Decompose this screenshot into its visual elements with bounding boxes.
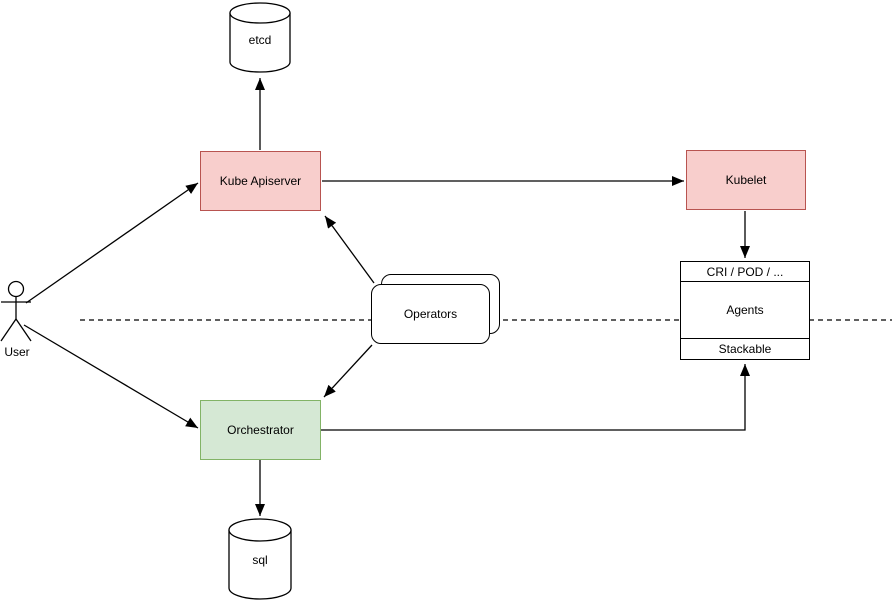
node-kube-apiserver: Kube Apiserver xyxy=(200,151,321,211)
node-orchestrator-label: Orchestrator xyxy=(227,422,294,437)
node-kube-apiserver-label: Kube Apiserver xyxy=(219,173,302,188)
edge-user-to-kube-apiserver xyxy=(25,182,199,304)
node-orchestrator: Orchestrator xyxy=(200,400,321,460)
etcd-database-shape xyxy=(229,2,291,73)
node-operators-label: Operators xyxy=(403,306,458,321)
edge-operators-to-orchestrator xyxy=(323,344,373,398)
node-agents-footer: Stackable xyxy=(681,338,809,359)
edge-orchestrator-to-agents-footer xyxy=(321,364,750,431)
node-agents-header-label: CRI / POD / ... xyxy=(706,264,784,279)
user-label: User xyxy=(4,345,30,359)
edge-user-to-orchestrator xyxy=(23,324,199,429)
node-operators: Operators xyxy=(371,284,490,344)
edge-operators-to-kube-apiserver xyxy=(324,215,375,284)
sql-label: sql xyxy=(252,553,268,567)
node-agents: CRI / POD / ... Agents Stackable xyxy=(680,261,810,360)
etcd-label: etcd xyxy=(248,33,272,47)
node-agents-footer-label: Stackable xyxy=(718,342,772,356)
user-actor-shape xyxy=(0,280,32,342)
node-agents-body: Agents xyxy=(681,282,809,338)
node-agents-body-label: Agents xyxy=(726,303,764,317)
node-kubelet: Kubelet xyxy=(686,150,806,210)
node-kubelet-label: Kubelet xyxy=(725,172,767,187)
sql-database-shape xyxy=(228,518,292,600)
node-agents-header: CRI / POD / ... xyxy=(681,262,809,282)
